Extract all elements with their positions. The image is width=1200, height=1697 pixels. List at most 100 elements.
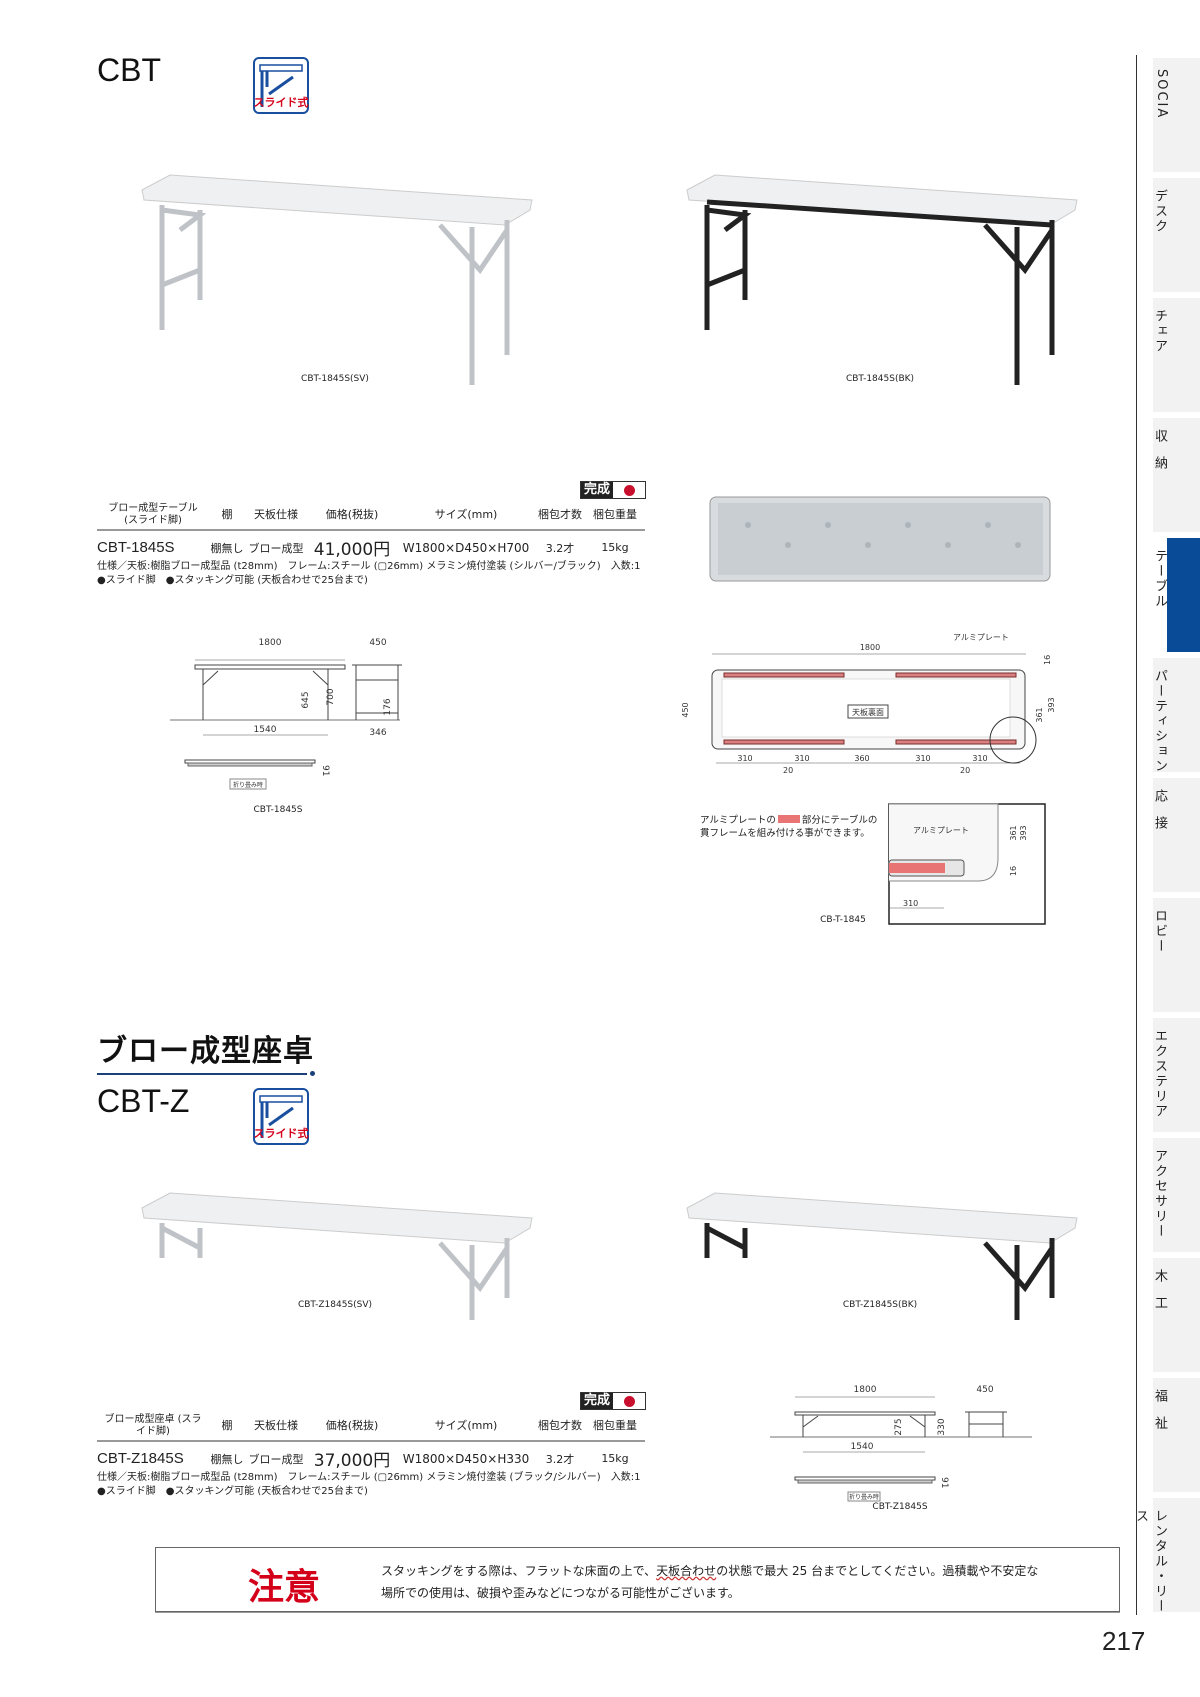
dimension-drawing: 1800 1540 645 700 450 176 346 bbox=[170, 638, 402, 738]
japan-flag-icon bbox=[613, 1393, 646, 1409]
product-title: CBT-Z bbox=[97, 1083, 190, 1119]
header-size: サイズ(mm) bbox=[397, 1411, 535, 1442]
tab-rental[interactable]: レンタル・リース bbox=[1133, 1495, 1200, 1615]
header-product: ブロー成型テーブル (スライド脚) bbox=[97, 500, 209, 531]
dim-bottom: 310 bbox=[737, 754, 752, 763]
slide-leg-icon: スライド式 bbox=[253, 1088, 309, 1145]
header-price: 価格(税抜) bbox=[307, 1411, 397, 1442]
dim-folded: 91 bbox=[939, 1477, 949, 1488]
dim-16: 16 bbox=[1009, 866, 1018, 876]
caution-text-1a: スタッキングをする際は、フラットな床面の上で、 bbox=[381, 1564, 657, 1578]
header-top: 天板仕様 bbox=[245, 1411, 307, 1442]
photo-caption: CBT-1845S(SV) bbox=[301, 374, 369, 384]
dim-393: 393 bbox=[1019, 825, 1028, 840]
header-pkg-size: 梱包才数 bbox=[535, 1411, 585, 1442]
dim-361: 361 bbox=[1009, 825, 1018, 840]
photo-caption: CBT-Z1845S(BK) bbox=[842, 1300, 918, 1310]
dim-height: 330 bbox=[937, 1418, 947, 1435]
caution-text-2: 場所での使用は、破損や歪みなどにつながる可能性がございます。 bbox=[381, 1586, 740, 1600]
header-shelf: 棚 bbox=[209, 1411, 245, 1442]
caution-label: 注意 bbox=[248, 1567, 321, 1608]
table-row: CBT-Z1845S 棚無し ブロー成型 37,000円 W1800×D450×… bbox=[97, 1441, 645, 1475]
caution-text-underlined: 天板合わせ bbox=[656, 1564, 717, 1578]
spec-table: ブロー成型テーブル (スライド脚) 棚 天板仕様 価格(税抜) サイズ(mm) … bbox=[97, 500, 645, 564]
tab-chair[interactable]: チェア bbox=[1136, 295, 1200, 415]
header-weight: 梱包重量 bbox=[585, 1411, 645, 1442]
tab-storage[interactable]: 収納 bbox=[1136, 415, 1200, 535]
heading-underline bbox=[97, 1073, 307, 1075]
tab-lobby[interactable]: ロビー bbox=[1136, 895, 1200, 1015]
dim-leg-span: 1540 bbox=[254, 725, 277, 735]
header-top: 天板仕様 bbox=[245, 500, 307, 531]
folded-label: 折り畳み時 bbox=[849, 1493, 879, 1501]
detail-text-3: 貫フレームを組み付ける事ができます。 bbox=[700, 828, 870, 839]
dim-361: 361 bbox=[1035, 707, 1044, 722]
caution-text: スタッキングをする際は、フラットな床面の上で、天板合わせの状態で最大 25 台ま… bbox=[381, 1560, 1038, 1604]
shelf: 棚無し bbox=[210, 541, 244, 555]
tab-label: テーブル bbox=[1152, 549, 1167, 609]
badge-label: 完成 bbox=[581, 482, 614, 498]
spec-table: ブロー成型座卓 (スラ イド脚) 棚 天板仕様 価格(税抜) サイズ(mm) 梱… bbox=[97, 1411, 645, 1475]
tab-reception[interactable]: 応接 bbox=[1136, 775, 1200, 895]
size: W1800×D450×H330 bbox=[402, 1451, 530, 1466]
product-photo-black bbox=[686, 174, 1078, 385]
product-photo-silver bbox=[141, 1192, 533, 1320]
package-size: 3.2才 bbox=[545, 541, 575, 555]
dim-310: 310 bbox=[903, 899, 918, 908]
made-in-japan-badge: 完成 bbox=[580, 481, 647, 499]
spec-note: 仕様／天板:樹脂ブロー成型品 (t28mm) フレーム:スチール (▢26mm)… bbox=[97, 561, 641, 572]
tab-label: パーティション bbox=[1152, 669, 1167, 774]
table-header-row: ブロー成型テーブル (スライド脚) 棚 天板仕様 価格(税抜) サイズ(mm) … bbox=[97, 500, 645, 531]
package-weight: 15kg bbox=[601, 1452, 629, 1465]
tab-label: 木工 bbox=[1152, 1269, 1167, 1323]
drawing-caption: CBT-Z1845S bbox=[872, 1502, 928, 1512]
detail-text-1: アルミプレートの bbox=[700, 815, 776, 826]
dim-shelf: 176 bbox=[383, 698, 393, 715]
dim-gap: 20 bbox=[960, 766, 970, 775]
tab-label: 応接 bbox=[1152, 789, 1167, 843]
tab-label: デスク bbox=[1152, 189, 1167, 234]
dim-depth: 450 bbox=[681, 702, 690, 717]
tab-table[interactable]: テーブル bbox=[1136, 535, 1200, 655]
model-number: CBT-Z1845S bbox=[97, 1450, 184, 1467]
detail-text: アルミプレートの 部分にテーブルの 貫フレームを組み付ける事ができます。 bbox=[700, 814, 877, 840]
feature-note: ●スライド脚 ●スタッキング可能 (天板合わせで25台まで) bbox=[97, 1486, 368, 1497]
made-in-japan-badge: 完成 bbox=[580, 1392, 647, 1410]
dim-bottom: 310 bbox=[972, 754, 987, 763]
dim-bottom: 310 bbox=[794, 754, 809, 763]
photo-caption: CBT-1845S(BK) bbox=[845, 374, 915, 384]
detail-caption: CB-T-1845 bbox=[820, 915, 866, 925]
dim-bottom: 310 bbox=[915, 754, 930, 763]
tab-label: 福祉 bbox=[1152, 1389, 1167, 1443]
plate-label: アルミプレート bbox=[953, 633, 1009, 642]
tab-desk[interactable]: デスク bbox=[1136, 175, 1200, 295]
tab-accessory[interactable]: アクセサリー bbox=[1136, 1135, 1200, 1255]
dim-width: 1800 bbox=[259, 638, 282, 648]
tab-label: SOCIA bbox=[1154, 69, 1169, 120]
dim-gap: 20 bbox=[783, 766, 793, 775]
top-spec: ブロー成型 bbox=[248, 1452, 304, 1466]
tab-label: 収納 bbox=[1152, 429, 1167, 483]
dim-inner-height: 275 bbox=[894, 1418, 904, 1435]
feature-note: ●スライド脚 ●スタッキング可能 (天板合わせで25台まで) bbox=[97, 575, 368, 586]
package-size: 3.2才 bbox=[545, 1452, 575, 1466]
dim-width: 1800 bbox=[854, 1385, 877, 1395]
detail-text-2: 部分にテーブルの bbox=[801, 815, 878, 826]
dim-16: 16 bbox=[1043, 655, 1052, 665]
tab-socia[interactable]: SOCIA bbox=[1136, 55, 1200, 175]
dim-depth: 450 bbox=[976, 1385, 993, 1395]
tab-welfare[interactable]: 福祉 bbox=[1136, 1375, 1200, 1495]
product-photo-black bbox=[686, 1192, 1078, 1320]
underside-photo bbox=[709, 496, 1051, 582]
tab-label: エクステリア bbox=[1152, 1029, 1167, 1119]
tab-woodwork[interactable]: 木工 bbox=[1136, 1255, 1200, 1375]
icon-label: スライド式 bbox=[254, 1126, 309, 1140]
tab-exterior[interactable]: エクステリア bbox=[1136, 1015, 1200, 1135]
product-photo-silver bbox=[141, 174, 533, 385]
shelf: 棚無し bbox=[210, 1452, 244, 1466]
dim-foot: 346 bbox=[369, 728, 386, 738]
price: 41,000円 bbox=[313, 540, 391, 560]
tab-partition[interactable]: パーティション bbox=[1136, 655, 1200, 775]
price: 37,000円 bbox=[313, 1451, 391, 1471]
photo-caption: CBT-Z1845S(SV) bbox=[297, 1300, 373, 1310]
